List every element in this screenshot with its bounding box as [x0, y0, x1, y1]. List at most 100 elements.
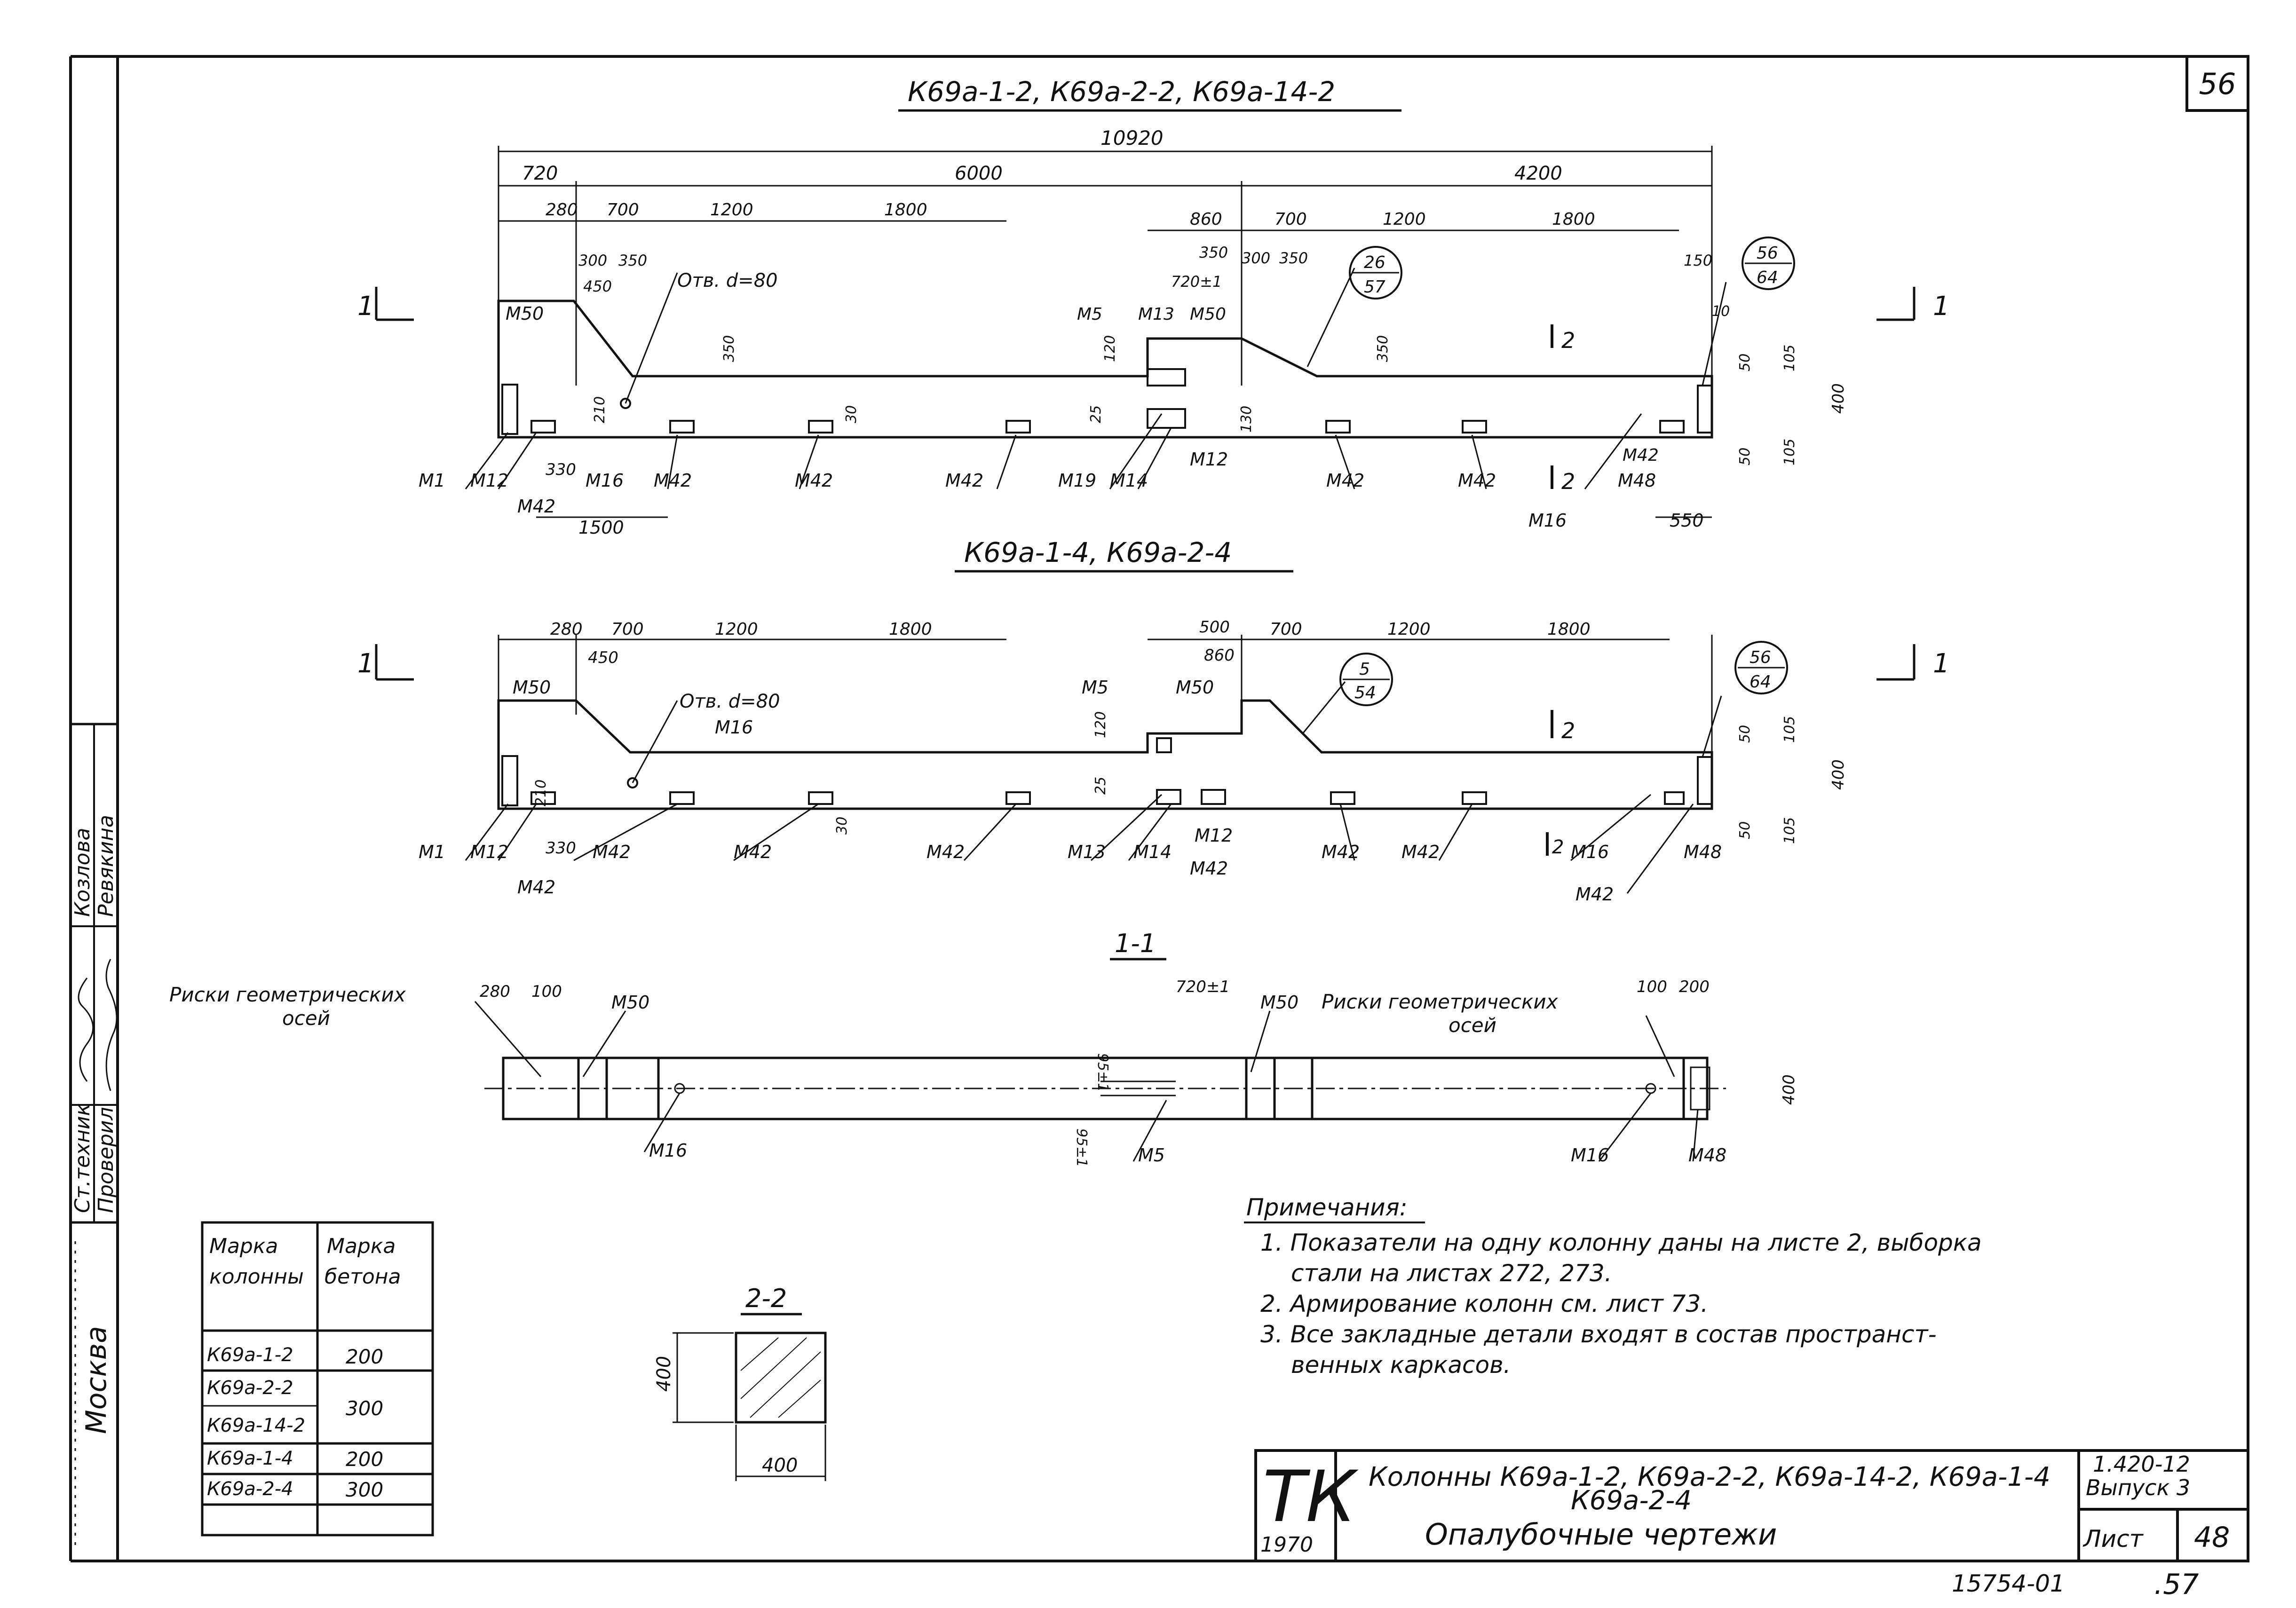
sec11-dim-100b: 100 [1637, 977, 1667, 996]
dim-1800b-top: 1800 [1552, 210, 1595, 229]
mid-cut-2-upper: 2 [1561, 718, 1575, 743]
table-header-col2-line2: бетона [325, 1265, 401, 1289]
sec11-dim-200: 200 [1679, 977, 1710, 996]
sec11-dim-100: 100 [531, 982, 562, 1001]
sec11-axes-left-2: осей [282, 1007, 330, 1030]
middle-embedded-plates [501, 737, 1713, 806]
svg-text:25: 25 [1093, 777, 1109, 795]
sec11-axes-left-1: Риски геометрических [169, 983, 406, 1006]
mid-mark-m5: М5 [1082, 677, 1108, 698]
top-mark-m42g: М42 [1623, 446, 1659, 465]
mid-mark-m50a: М50 [513, 677, 551, 698]
top-cut-left: 1 [357, 291, 374, 322]
callout-b-mid-lower: 64 [1750, 672, 1771, 692]
mid-dim-700: 700 [611, 620, 644, 639]
corner-sheet-number: 56 [2199, 67, 2236, 101]
middle-view-title: К69а-1-4, К69а-2-4 [964, 536, 1232, 568]
dim-150: 150 [1684, 252, 1712, 269]
section-2-2-title: 2-2 [745, 1284, 787, 1313]
table-header-col2-line1: Марка [327, 1234, 396, 1258]
dim-700-top: 700 [607, 200, 639, 220]
mid-dim-860: 860 [1204, 646, 1235, 665]
note-line-1: 1. Показатели на одну колонну даны на ли… [1260, 1229, 1982, 1256]
callout-b-top-upper: 56 [1757, 244, 1778, 263]
top-mark-m50a: М50 [506, 303, 544, 324]
svg-text:350: 350 [721, 335, 737, 362]
svg-text:50: 50 [1737, 821, 1753, 839]
stamp-role-1: Ст.техник [71, 1104, 95, 1213]
svg-text:210: 210 [533, 780, 549, 806]
dim-450: 450 [583, 277, 612, 295]
top-view-title: К69а-1-2, К69а-2-2, К69а-14-2 [908, 76, 1335, 108]
dim-350c: 350 [1279, 249, 1308, 267]
callout-b-top [1742, 236, 1795, 290]
top-dim-550: 550 [1670, 510, 1704, 531]
mid-mark-m42g: М42 [1401, 842, 1440, 862]
top-cut-2-lower: 2 [1561, 469, 1575, 494]
svg-text:105: 105 [1781, 716, 1798, 743]
top-mark-m42e: М42 [1326, 470, 1364, 491]
svg-text:30: 30 [843, 405, 860, 423]
mid-cut-left: 1 [357, 648, 374, 679]
top-vertical-dims: 350 350 120 210 30 25 130 50 105 400 50 … [592, 335, 1848, 465]
svg-text:120: 120 [1102, 335, 1118, 362]
mid-mark-m14: М14 [1133, 842, 1172, 862]
sec11-mark-m16b: М16 [1571, 1145, 1609, 1166]
svg-text:400: 400 [1829, 759, 1848, 790]
top-mark-m12: М12 [470, 470, 508, 491]
sec22-dim-height: 400 [653, 1356, 675, 1392]
left-stamp: Ст.техник Проверил Козлова Ревякина Моск… [71, 723, 118, 1552]
section-1-1-title: 1-1 [1115, 929, 1156, 958]
callout-a-mid-lower: 54 [1354, 683, 1376, 702]
sec11-axes-right-1: Риски геометрических [1322, 990, 1559, 1013]
mid-dim-700b: 700 [1270, 620, 1302, 639]
mid-dim-500: 500 [1199, 618, 1230, 637]
svg-text:210: 210 [592, 396, 608, 423]
mid-dim-1200: 1200 [715, 620, 758, 639]
dim-350b: 350 [1199, 244, 1228, 261]
table-row1-column: К69а-1-2 [207, 1344, 293, 1366]
callout-a-mid [1339, 653, 1393, 706]
top-mark-m5: М5 [1077, 305, 1102, 324]
mid-mark-m48: М48 [1684, 842, 1722, 862]
mid-mark-m42h: М42 [1576, 884, 1614, 905]
mid-dim-450: 450 [588, 648, 618, 667]
mid-dim-280: 280 [550, 620, 583, 639]
title-org: ТК [1263, 1456, 1359, 1538]
sec22-dim-width: 400 [762, 1455, 798, 1476]
dim-280-top: 280 [546, 200, 578, 220]
svg-text:105: 105 [1781, 817, 1798, 844]
svg-text:120: 120 [1093, 711, 1109, 738]
note-line-3: 2. Армирование колонн см. лист 73. [1260, 1290, 1708, 1317]
title-line-2: К69а-2-4 [1571, 1485, 1692, 1516]
svg-text:50: 50 [1737, 725, 1753, 743]
top-mark-m42f: М42 [1458, 470, 1496, 491]
top-column-body [497, 300, 1713, 439]
mid-dim-1800b: 1800 [1547, 620, 1591, 639]
stamp-city: Москва [80, 1326, 113, 1434]
middle-vertical-dims: 120 210 25 30 50 105 400 50 105 [533, 711, 1848, 844]
table-row4-column: К69а-1-4 [207, 1448, 293, 1469]
mid-mark-m42a: М42 [517, 877, 555, 898]
top-mark-m42b: М42 [654, 470, 692, 491]
mid-cut-2-lower: 2 [1552, 836, 1564, 858]
dim-350a: 350 [618, 252, 647, 269]
svg-text:25: 25 [1088, 405, 1104, 423]
svg-text:400: 400 [1829, 383, 1848, 414]
table-header-col1-line1: Марка [209, 1234, 278, 1258]
title-year: 1970 [1260, 1533, 1313, 1557]
title-sheet-number: 48 [2194, 1521, 2230, 1554]
top-mark-m16b: М16 [1528, 510, 1567, 531]
section-2-2-square [735, 1332, 827, 1424]
mid-mark-m42e: М42 [1190, 858, 1228, 879]
top-cut-2-upper: 2 [1561, 328, 1575, 353]
callout-a-top [1349, 246, 1402, 300]
sec11-mark-m48: М48 [1688, 1145, 1726, 1166]
callout-b-mid [1734, 641, 1788, 694]
mid-mark-m42b: М42 [593, 842, 631, 862]
dim-6000: 6000 [955, 163, 1003, 184]
mid-mark-m50b: М50 [1176, 677, 1214, 698]
svg-text:105: 105 [1781, 345, 1798, 371]
sec11-mark-m50b: М50 [1260, 992, 1298, 1013]
svg-text:350: 350 [1375, 335, 1391, 362]
